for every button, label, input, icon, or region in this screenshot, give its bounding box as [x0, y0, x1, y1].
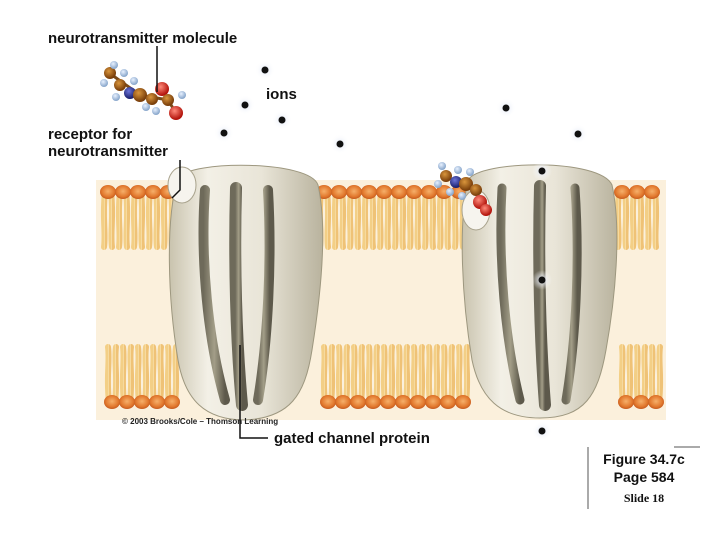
ion [568, 124, 588, 144]
phospholipid [380, 344, 396, 409]
phospholipid [436, 185, 452, 250]
phospholipid [629, 185, 645, 250]
neurotransmitter-molecule-bound [434, 162, 492, 216]
phospholipid [633, 344, 649, 409]
gated-channel-protein-right [461, 164, 618, 419]
phospholipid [406, 185, 422, 250]
phospholipid [391, 185, 407, 250]
phospholipid [346, 185, 362, 250]
figure-reference-box: Figure 34.7c Page 584 Slide 18 [588, 447, 700, 509]
phospholipid [149, 344, 165, 409]
phospholipid [115, 185, 131, 250]
figure-number: Figure 34.7c [603, 451, 685, 467]
phospholipid [145, 185, 161, 250]
phospholipid [100, 185, 116, 250]
phospholipid [648, 344, 664, 409]
leader-line-gated-channel [239, 345, 268, 439]
phospholipid [421, 185, 437, 250]
phospholipid [350, 344, 366, 409]
page-number: Page 584 [613, 469, 675, 485]
label-receptor-line1: receptor for [48, 126, 133, 143]
slide-number: Slide 18 [623, 491, 665, 505]
ion [330, 134, 350, 154]
label-neurotransmitter-molecule: neurotransmitter molecule [48, 30, 238, 47]
ion [532, 421, 552, 441]
phospholipid [614, 185, 630, 250]
phospholipid [134, 344, 150, 409]
phospholipid [130, 185, 146, 250]
phospholipid [425, 344, 441, 409]
phospholipid [320, 344, 336, 409]
ion [496, 98, 516, 118]
ion [272, 110, 292, 130]
figure-box-border [587, 446, 700, 509]
phospholipid [455, 344, 471, 409]
phospholipid [104, 344, 120, 409]
ion [532, 270, 552, 290]
ion [214, 123, 234, 143]
label-receptor-line2: neurotransmitter [48, 143, 169, 160]
phospholipid [376, 185, 392, 250]
phospholipid [410, 344, 426, 409]
phospholipid [365, 344, 381, 409]
phospholipid [164, 344, 180, 409]
phospholipid [618, 344, 634, 409]
phospholipid [331, 185, 347, 250]
phospholipid [440, 344, 456, 409]
ion [235, 95, 255, 115]
neurotransmitter-molecule-free [100, 61, 186, 120]
phospholipid [361, 185, 377, 250]
ion [532, 161, 552, 181]
leader-line-receptor [171, 160, 181, 199]
phospholipid [119, 344, 135, 409]
ions [214, 60, 588, 441]
ion [255, 60, 275, 80]
gated-channel-protein-left [167, 164, 324, 421]
copyright-notice: © 2003 Brooks/Cole – Thomson Learning [122, 417, 279, 426]
label-ions: ions [266, 86, 297, 103]
label-gated-channel-protein: gated channel protein [274, 430, 430, 447]
phospholipid [395, 344, 411, 409]
phospholipid [335, 344, 351, 409]
phospholipid [644, 185, 660, 250]
lipid-bilayer [100, 185, 664, 409]
